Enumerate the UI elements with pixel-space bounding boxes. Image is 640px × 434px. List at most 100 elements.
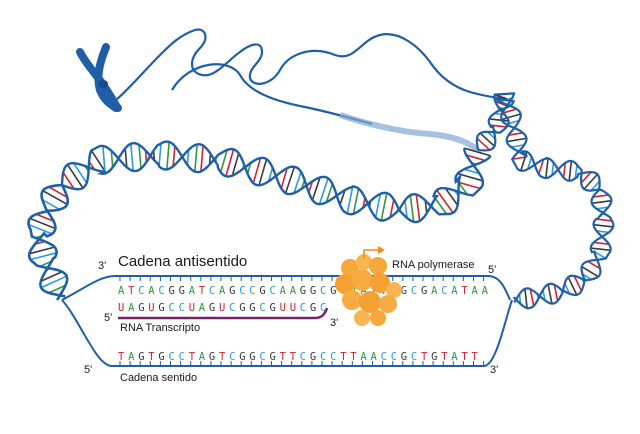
base-pair-rung — [102, 145, 106, 174]
nucleotide-A: A — [128, 302, 135, 314]
base-pair-rung — [40, 271, 63, 282]
base-pair-rung — [524, 288, 528, 309]
base-pair-rung — [225, 149, 235, 177]
sugar-phosphate-backbone — [477, 96, 613, 310]
nucleotide-G: G — [300, 285, 306, 297]
base-pair-rung — [510, 144, 525, 148]
nucleotide-C: C — [320, 285, 326, 297]
nucleotide-G: G — [209, 351, 215, 363]
base-pair-rung — [339, 189, 346, 206]
nucleotide-T: T — [461, 351, 468, 363]
nucleotide-G: G — [270, 351, 276, 363]
base-pair-rung — [28, 223, 53, 235]
base-pair-rung — [568, 160, 573, 181]
rna-transcript-strand — [118, 307, 329, 320]
rna-polymerase-icon — [335, 254, 402, 326]
transcription-start-arrow-icon — [363, 246, 385, 258]
base-pair-rung — [593, 223, 614, 228]
base-pair-rung — [293, 171, 302, 194]
base-pair-rung — [62, 172, 75, 190]
base-pair-rung — [592, 194, 609, 198]
base-pair-rung — [352, 188, 360, 215]
base-pair-rung — [551, 162, 555, 176]
nucleotide-A: A — [451, 351, 458, 363]
nucleotide-G: G — [229, 285, 235, 297]
nucleotide-G: G — [270, 302, 276, 314]
base-pair-rung — [42, 189, 68, 206]
base-pair-rung — [284, 166, 296, 194]
base-pair-rung — [563, 283, 571, 295]
sense-title: Cadena sentido — [120, 372, 197, 384]
antisense-sequence: ATCACGGATCAGCCGCAAGGCGGAATTGGCGACATAA — [118, 285, 489, 297]
base-pair-rung — [194, 144, 198, 172]
nucleotide-G: G — [138, 351, 144, 363]
nucleotide-C: C — [411, 285, 417, 297]
antisense-base-ticks — [119, 276, 485, 281]
nucleotide-G: G — [431, 351, 437, 363]
nucleotide-G: G — [310, 285, 316, 297]
nucleotide-C: C — [259, 302, 265, 314]
nucleotide-G: G — [169, 285, 175, 297]
base-pair-rung — [529, 289, 535, 307]
nucleotide-C: C — [320, 351, 326, 363]
rna-polymerase-label: RNA polymerase — [392, 259, 475, 271]
base-pair-rung — [545, 158, 549, 179]
nucleotide-G: G — [310, 302, 316, 314]
base-pair-rung — [172, 145, 176, 167]
base-pair-rung — [389, 199, 395, 218]
base-pair-rung — [593, 250, 607, 260]
nucleotide-C: C — [300, 302, 306, 314]
nucleotide-C: C — [158, 285, 164, 297]
nucleotide-A: A — [431, 285, 438, 297]
base-pair-rung — [41, 199, 61, 211]
nucleotide-A: A — [371, 351, 378, 363]
nucleotide-A: A — [148, 285, 155, 297]
sense-base-ticks — [119, 361, 485, 366]
base-pair-rung — [502, 108, 517, 114]
base-pair-rung — [580, 171, 592, 184]
base-pair-rung — [404, 200, 408, 219]
antisense-3prime-label: 3' — [98, 260, 106, 272]
nucleotide-T: T — [340, 351, 347, 363]
thin-helix-band — [339, 112, 480, 153]
nucleotide-G: G — [249, 302, 255, 314]
base-pair-rung — [479, 132, 496, 147]
nucleotide-T: T — [128, 285, 135, 297]
nucleotide-G: G — [138, 302, 144, 314]
nucleotide-T: T — [189, 351, 196, 363]
nucleotide-A: A — [482, 285, 489, 297]
nucleotide-C: C — [381, 351, 387, 363]
base-pair-rung — [73, 162, 88, 184]
nucleotide-G: G — [310, 351, 316, 363]
base-pair-rung — [583, 173, 599, 190]
nucleotide-C: C — [411, 351, 417, 363]
base-pair-rung — [186, 149, 190, 165]
nucleotide-G: G — [259, 285, 265, 297]
nucleotide-A: A — [199, 351, 206, 363]
nucleotide-C: C — [229, 302, 235, 314]
sugar-phosphate-backbone — [27, 184, 69, 298]
base-pair-rung — [311, 177, 321, 201]
nucleotide-U: U — [219, 302, 225, 314]
nucleotide-G: G — [158, 302, 164, 314]
nucleotide-U: U — [148, 302, 154, 314]
nucleotide-G: G — [421, 285, 427, 297]
base-pair-rung — [486, 131, 496, 140]
base-pair-rung — [66, 164, 84, 189]
nucleotide-G: G — [401, 285, 407, 297]
nucleotide-C: C — [138, 285, 144, 297]
base-pair-rung — [596, 206, 609, 210]
base-pair-rung — [48, 284, 66, 294]
nucleotide-C: C — [239, 285, 245, 297]
nucleotide-C: C — [259, 351, 265, 363]
nucleotide-U: U — [290, 302, 296, 314]
chromosome-icon — [76, 43, 122, 112]
nucleotide-A: A — [128, 351, 135, 363]
nucleotide-U: U — [118, 302, 124, 314]
chromatin-fiber-loop — [171, 63, 373, 126]
nucleotide-A: A — [360, 285, 367, 297]
nucleotide-C: C — [320, 302, 326, 314]
base-pair-rung — [29, 246, 55, 255]
nucleotide-T: T — [441, 351, 448, 363]
